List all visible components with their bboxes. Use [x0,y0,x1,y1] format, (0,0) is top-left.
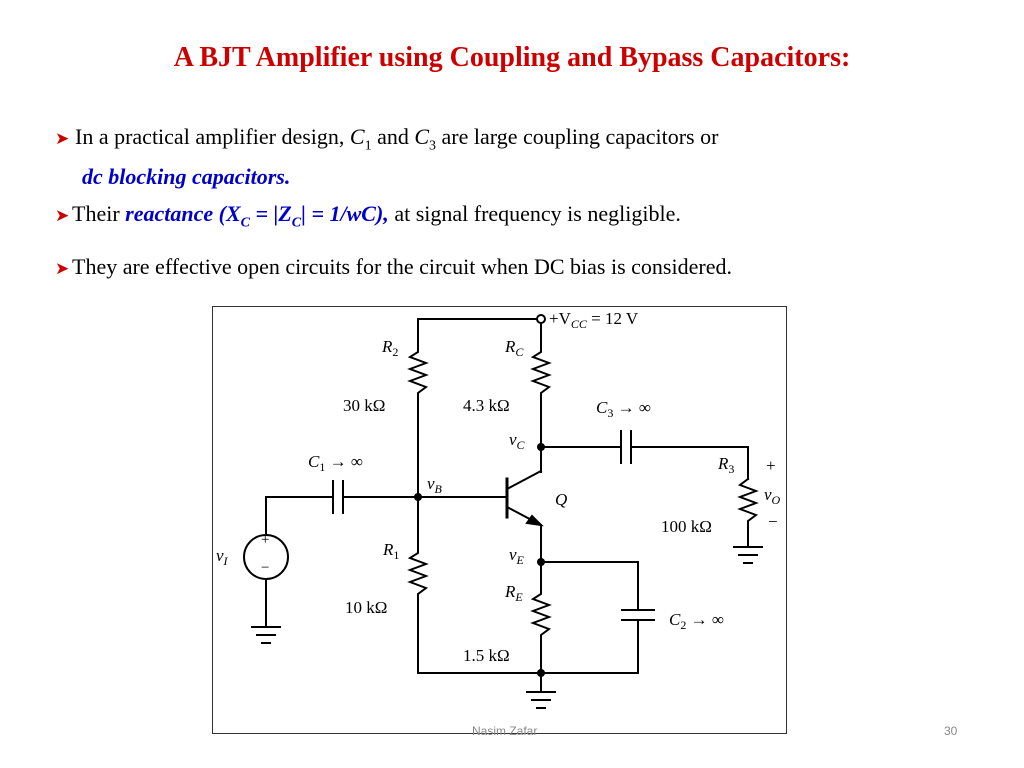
r3-ground [733,546,763,564]
r3-value: 100 kΩ [661,517,712,536]
emitter-arrow [525,514,544,527]
bullet-1-c3: C [414,124,430,149]
vo-plus: + [766,456,776,475]
c2-label: C2 → ∞ [669,610,724,632]
r1-wire [407,496,429,674]
bullet-1-c3-sub: 3 [429,138,437,154]
c1-label: C1 → ∞ [308,452,363,474]
r2-value: 30 kΩ [343,396,385,415]
c3-label: C3 → ∞ [596,398,651,420]
vcc-label: +VCC = 12 V [549,309,639,331]
node-collector [537,443,545,451]
node-ground [537,669,545,677]
vo-label: vO [764,485,781,507]
bullet-3: ➤They are effective open circuits for th… [55,251,732,284]
slide-title: A BJT Amplifier using Coupling and Bypas… [173,42,851,73]
bullet-2-emphasis-c: | = 1/wC), [301,201,389,226]
bullet-1-c1: C [349,124,365,149]
rc-value: 4.3 kΩ [463,396,510,415]
node-base [414,493,422,501]
bullet-arrow-icon: ➤ [55,259,70,278]
bullet-2-emphasis-sub-1: C [240,215,250,231]
vc-label: vC [509,430,526,452]
vo-minus: − [768,512,778,531]
bullet-arrow-icon: ➤ [55,129,70,148]
vcc-terminal [536,314,546,324]
c3-wire [540,446,749,480]
bullet-1-text-b: and [371,124,415,149]
ve-label: vE [509,545,525,567]
re-label: RE [504,582,523,604]
c1-plates [332,480,344,514]
r3-label: R3 [717,454,734,476]
bullet-2: ➤Their reactance (XC = |ZC| = 1/wC), at … [55,198,681,238]
main-ground [526,691,556,709]
collector-wire [505,469,543,491]
r1-label: R1 [382,540,399,562]
bullet-2-text-a: Their [72,201,126,226]
bullet-1-line-2: dc blocking capacitors. [82,164,291,190]
bullet-2-emphasis-a: reactance (X [125,201,241,226]
r3-wire [737,477,759,546]
vi-label: vI [216,546,229,568]
input-wire [265,496,419,536]
bullet-1-c1-sub: 1 [364,138,372,154]
emitter-node-wire [540,561,639,611]
c3-plates [620,430,632,464]
vb-label: vB [427,474,443,496]
r2-label: R2 [381,337,398,359]
bullet-2-text-b: at signal frequency is negligible. [388,201,681,226]
rc-label: RC [504,337,524,359]
bullet-arrow-icon: ➤ [55,206,70,225]
node-emitter [537,558,545,566]
bullet-1-text-c: are large coupling capacitors or [436,124,719,149]
bullet-1: ➤In a practical amplifier design, C1 and… [55,121,718,192]
page-number: 30 [944,724,958,738]
re-wire [530,561,552,674]
re-value: 1.5 kΩ [463,646,510,665]
vi-plus: + [261,532,269,548]
bullet-1-text-a: In a practical amplifier design, [75,124,350,149]
bullet-2-emphasis-sub-2: C [291,215,302,231]
vi-ground [251,626,281,644]
circuit-diagram: +VCC = 12 V R2 30 kΩ RC 4.3 kΩ C3 → ∞ vC… [212,306,787,734]
vi-minus: − [261,560,269,576]
r1-value: 10 kΩ [345,598,387,617]
c2-plates [621,609,655,621]
bullet-2-emphasis-b: = |Z [249,201,292,226]
bullet-3-text: They are effective open circuits for the… [72,254,732,279]
footer-author: Nasim Zafar [472,724,538,738]
rc-wire [530,322,552,473]
transistor-label: Q [555,490,567,509]
r2-wire [407,318,429,498]
